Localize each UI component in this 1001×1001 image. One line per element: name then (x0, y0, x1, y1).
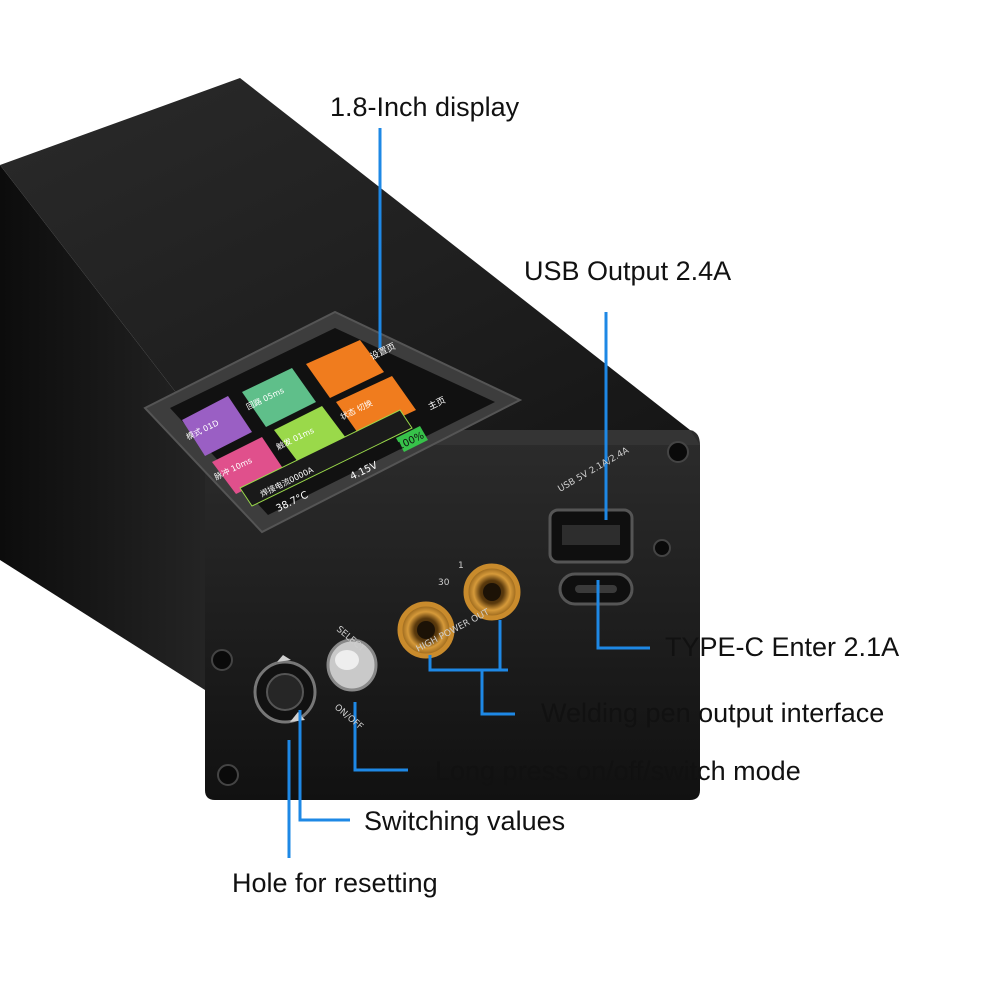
callout-usb-output: USB Output 2.4A (524, 256, 732, 286)
callout-type-c: TYPE-C Enter 2.1A (665, 632, 900, 662)
device-top-face (0, 78, 690, 430)
callout-display: 1.8-Inch display (330, 92, 520, 122)
value-switch (253, 655, 317, 724)
range-high-label: 30 (438, 578, 450, 588)
welding-pen-socket (397, 601, 455, 659)
display-screen (143, 310, 523, 534)
callout-lines (287, 128, 650, 858)
device-side-face (0, 165, 205, 690)
screw-icon (211, 441, 689, 786)
range-low-label: 1 (458, 561, 464, 571)
type-c-port (558, 572, 634, 606)
callout-power-switch: Long press on/off/switch mode (435, 756, 801, 786)
callout-welding-pen: Welding pen output interface (541, 698, 885, 728)
callout-reset-hole: Hole for resetting (232, 868, 438, 898)
welding-pen-socket (463, 563, 521, 621)
select-button (326, 638, 378, 692)
callout-switching-values: Switching values (364, 806, 566, 836)
usb-port (548, 508, 634, 564)
